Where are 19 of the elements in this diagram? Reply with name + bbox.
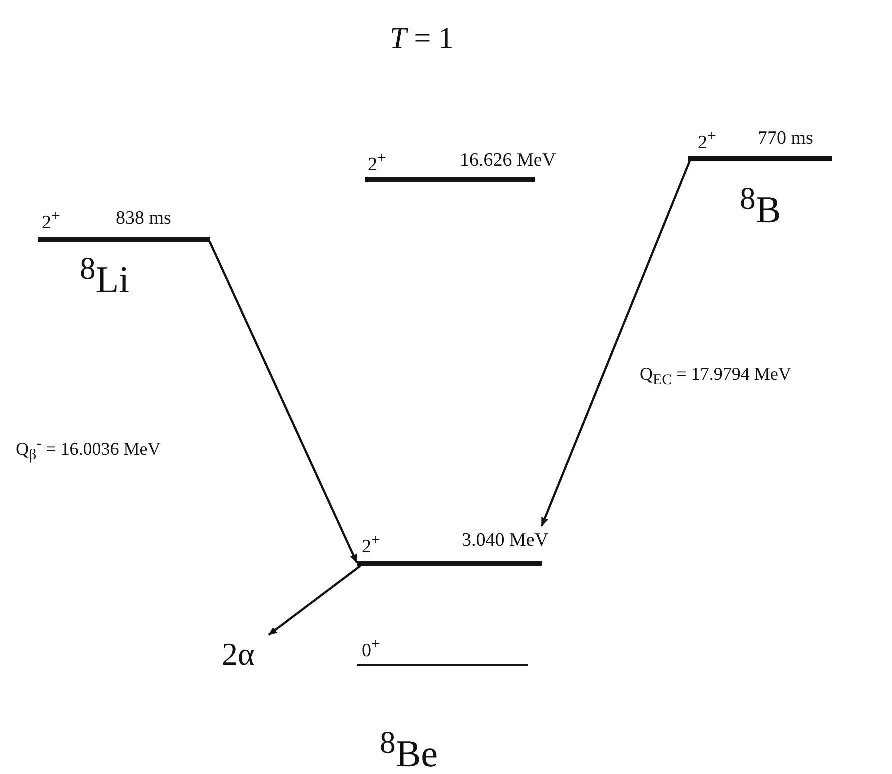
- q-value-label: Q$_{EC}$ = 17.9794 MeV: [640, 363, 792, 391]
- nuclide-label: $^{8}$Li: [80, 250, 130, 302]
- nuclide-label: $^{8}$Be: [380, 724, 438, 774]
- level-value: 3.040 MeV: [462, 530, 549, 552]
- product-label: 2α: [222, 635, 255, 673]
- level-value: 838 ms: [116, 208, 172, 230]
- level-value: 770 ms: [758, 128, 814, 150]
- spin-parity-label: 2$^{+}$: [42, 207, 60, 234]
- decay-arrow: [540, 160, 692, 527]
- spin-parity-label: 2$^{+}$: [368, 149, 386, 176]
- decay-arrow: [268, 565, 362, 636]
- diagram-title: T = 1: [390, 21, 454, 57]
- q-value-label: Q$_{β}$$^{-}$ = 16.0036 MeV: [16, 435, 161, 466]
- decay-arrow: [209, 242, 358, 564]
- spin-parity-label: 0$^{+}$: [362, 635, 380, 662]
- spin-parity-label: 2$^{+}$: [362, 531, 380, 558]
- spin-parity-label: 2$^{+}$: [698, 127, 716, 154]
- level-value: 16.626 MeV: [460, 150, 556, 172]
- nuclide-label: $^{8}$B: [740, 180, 782, 232]
